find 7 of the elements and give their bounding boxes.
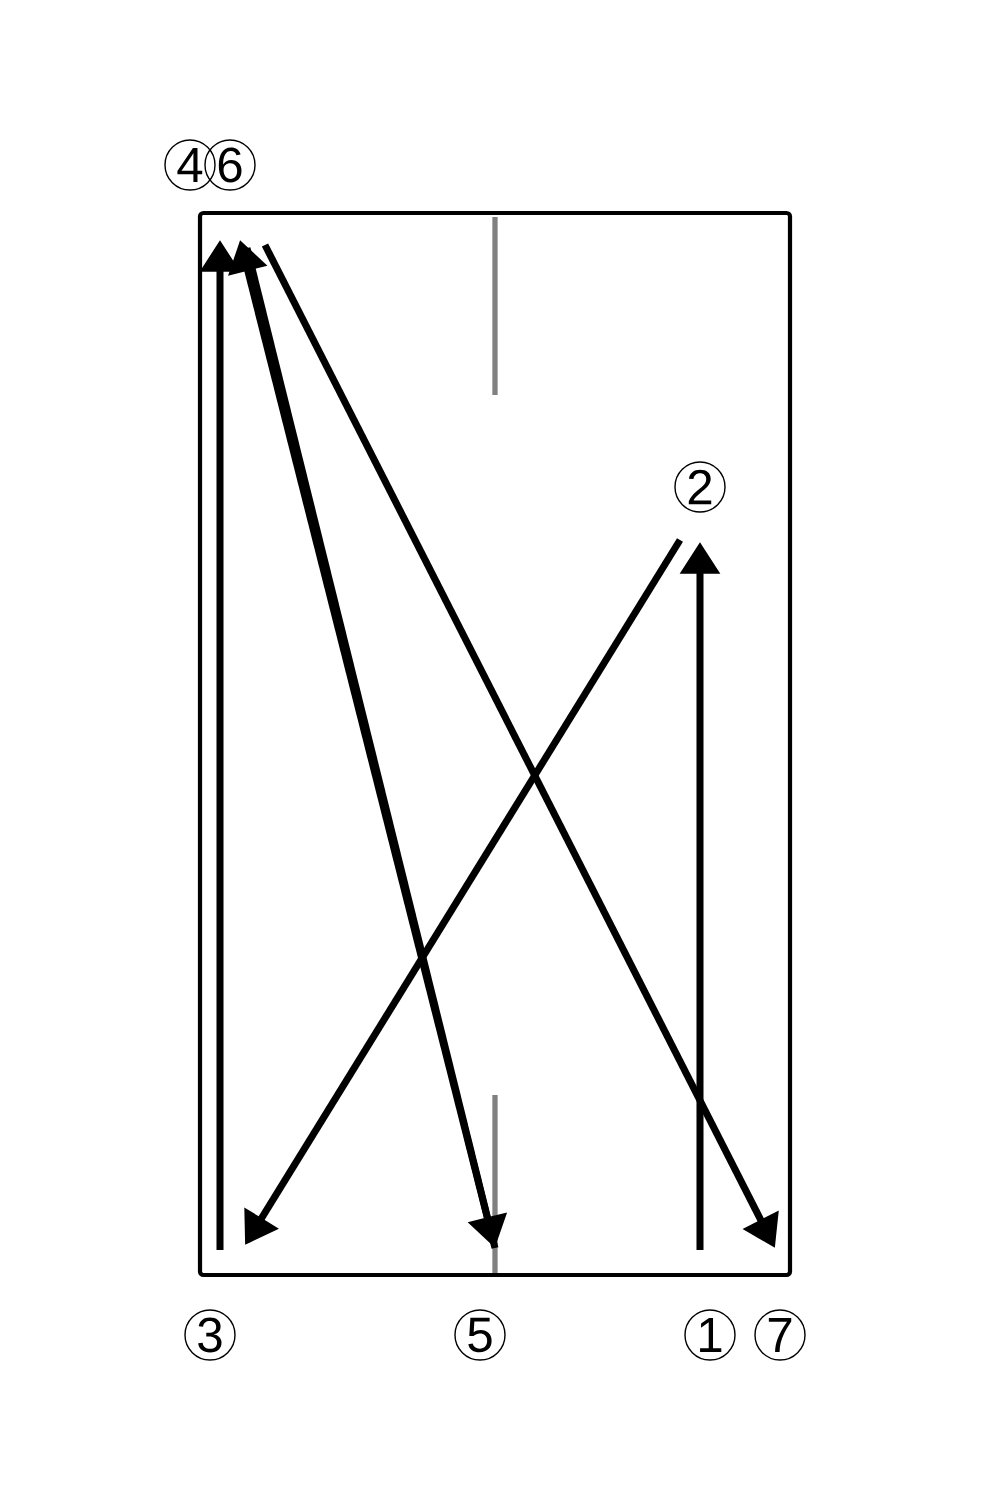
callout-number: 7 — [754, 1309, 806, 1361]
callout-number: 1 — [684, 1309, 736, 1361]
callout-number: 5 — [454, 1309, 506, 1361]
callout-number: 3 — [184, 1309, 236, 1361]
callout-number: 6 — [204, 139, 256, 191]
callout-number: 4 — [164, 139, 216, 191]
callout-number: 2 — [674, 461, 726, 513]
